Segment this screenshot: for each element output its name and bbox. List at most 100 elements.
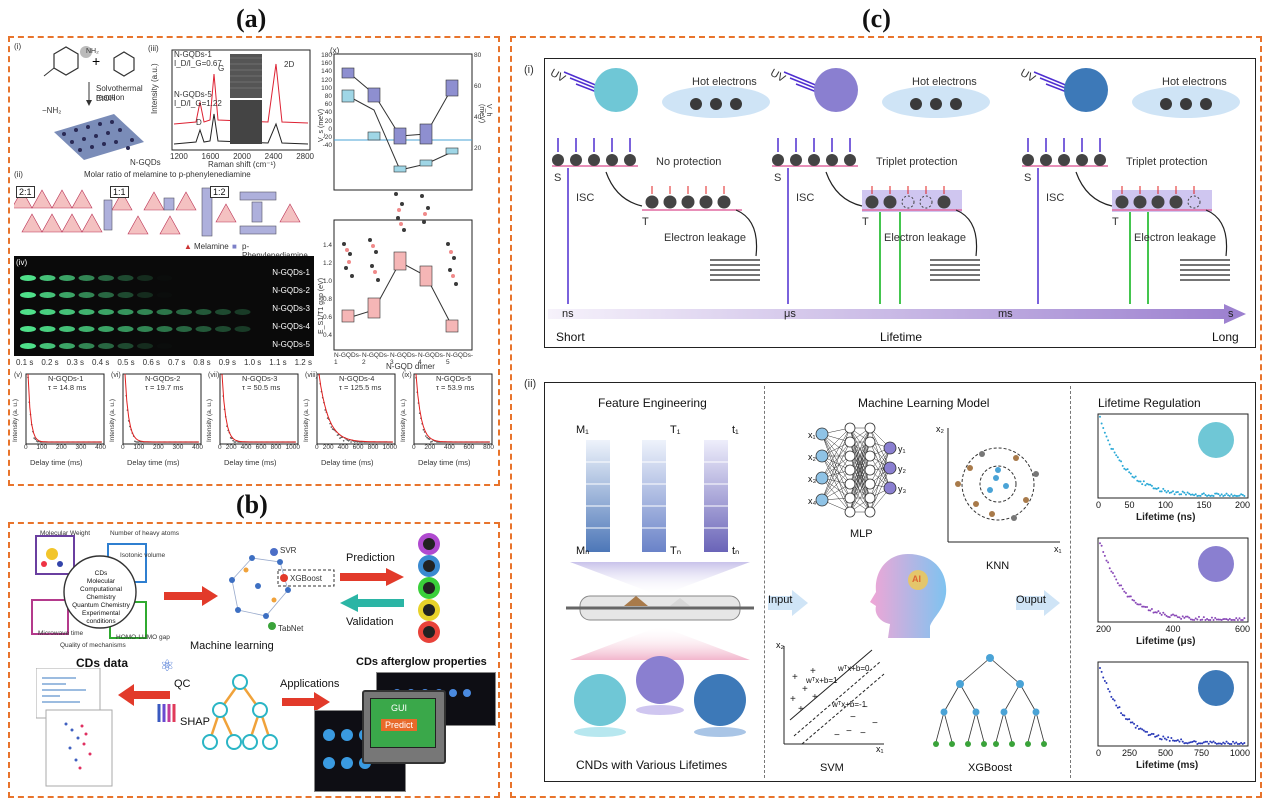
knn-x2: x₂ bbox=[936, 424, 944, 434]
decay-plot: (viii)N-GQDs-4τ = 125.5 ms02004006008001… bbox=[305, 372, 397, 480]
mlp-node bbox=[816, 450, 828, 462]
lifetime-point bbox=[1133, 723, 1135, 725]
protection-label: Triplet protection bbox=[1126, 156, 1208, 168]
decay-point bbox=[343, 440, 345, 442]
gui-label: GUI bbox=[391, 703, 407, 713]
lifetime-point bbox=[1183, 617, 1185, 619]
ratio-2-1: 2:1 bbox=[16, 186, 35, 198]
mlp-node bbox=[865, 451, 875, 461]
mlp-node bbox=[865, 423, 875, 433]
knn-plot: x₂ x₁ bbox=[936, 424, 1066, 556]
t-electron bbox=[1170, 196, 1182, 208]
mechanism-column: UVHot electronsTriplet protectionSISCTEl… bbox=[1016, 60, 1246, 310]
xgboost-label: XGBoost bbox=[968, 762, 1012, 774]
afterglow-spot bbox=[215, 326, 231, 332]
lifetime-point bbox=[1187, 491, 1189, 493]
cnd-sphere bbox=[1198, 422, 1234, 458]
validation-label: Validation bbox=[346, 616, 394, 628]
svg-text:−: − bbox=[872, 718, 878, 729]
svm-label: SVM bbox=[820, 762, 844, 774]
prediction-label: Prediction bbox=[346, 552, 395, 564]
lifetime-point bbox=[1107, 561, 1109, 563]
lifetime-point bbox=[1112, 698, 1114, 700]
lifetime-point bbox=[1105, 560, 1107, 562]
lifetime-point bbox=[1206, 741, 1208, 743]
lifetime-point bbox=[1118, 706, 1120, 708]
lifetime-point bbox=[1161, 614, 1163, 616]
feature-label: Microwave time bbox=[38, 630, 83, 637]
tick-label: 1000 bbox=[1230, 748, 1250, 758]
energy-boxplot: (x) 180160140120100806040200-20-40 bbox=[316, 44, 496, 374]
tick-label: 250 bbox=[1122, 748, 1137, 758]
svm-x2: x₂ bbox=[776, 640, 784, 650]
decay-sample-name: N-GQDs-1 bbox=[48, 374, 83, 383]
mlp-y3: y₃ bbox=[898, 484, 906, 494]
afterglow-spot bbox=[157, 326, 173, 332]
tick-label: 800 bbox=[483, 444, 494, 451]
lifetime-point bbox=[1172, 613, 1174, 615]
tick-label: 400 bbox=[1165, 624, 1180, 634]
lattice-title: Molar ratio of melamine to p-phenylenedi… bbox=[84, 170, 251, 179]
lifetime-point bbox=[1235, 741, 1237, 743]
lifetime-xticks: 02505007501000 bbox=[1096, 748, 1250, 758]
lifetime-xlabel: Lifetime (μs) bbox=[1136, 636, 1195, 647]
lifetime-point bbox=[1135, 727, 1137, 729]
lifetime-point bbox=[1157, 734, 1159, 736]
lifetime-point bbox=[1143, 729, 1145, 731]
lifetime-point bbox=[1201, 742, 1203, 744]
lifetime-point bbox=[1167, 736, 1169, 738]
afterglow-spot bbox=[137, 343, 153, 349]
decay-point bbox=[431, 441, 433, 443]
lifetime-point bbox=[1135, 602, 1137, 604]
mlp-node bbox=[865, 493, 875, 503]
afterglow-spot bbox=[118, 326, 134, 332]
lifetime-point bbox=[1219, 495, 1221, 497]
afterglow-row-labels: N-GQDs-1 N-GQDs-2 N-GQDs-3 N-GQDs-4 N-GQ… bbox=[272, 268, 310, 349]
hot-electrons-label: Hot electrons bbox=[912, 76, 977, 88]
cnd-sphere bbox=[814, 68, 858, 112]
lifetime-point bbox=[1221, 743, 1223, 745]
feature-label: Quality of mechanisms bbox=[60, 642, 126, 649]
hot-electron bbox=[730, 98, 742, 110]
afterglow-spot bbox=[157, 309, 173, 315]
gui-monitor: GUI Predict bbox=[362, 690, 446, 764]
afterglow-spot bbox=[59, 275, 75, 281]
lifetime-point bbox=[1104, 555, 1106, 557]
lifetime-point bbox=[1107, 688, 1109, 690]
lifetime-point bbox=[1114, 700, 1116, 702]
lifetime-point bbox=[1125, 592, 1127, 594]
lifetime-point bbox=[1183, 492, 1185, 494]
s-electron bbox=[570, 154, 582, 166]
row-label: N-GQDs-3 bbox=[272, 304, 310, 313]
unit-s: s bbox=[1228, 308, 1234, 320]
lifetime-point bbox=[1122, 465, 1124, 467]
s-electron bbox=[606, 154, 618, 166]
lifetime-point bbox=[1166, 491, 1168, 493]
nh2-label: NH₂ bbox=[86, 48, 99, 55]
t-electron bbox=[718, 196, 730, 208]
tick-label: 200 bbox=[424, 444, 435, 451]
lifetime-point bbox=[1136, 725, 1138, 727]
lifetime-point bbox=[1242, 494, 1244, 496]
afterglow-spot bbox=[176, 343, 192, 349]
afterglow-spot bbox=[235, 292, 251, 298]
raman-ratio-1: I_D/I_G=0.67 bbox=[174, 59, 222, 68]
mlp-node bbox=[845, 423, 855, 433]
tick-label: 1000 bbox=[286, 444, 300, 451]
lifetime-regulation-title: Lifetime Regulation bbox=[1098, 396, 1201, 410]
predict-button[interactable]: Predict bbox=[381, 719, 417, 731]
feature-label: HOMO-LUMO gap bbox=[116, 634, 170, 641]
ratio-1-2: 1:2 bbox=[210, 186, 229, 198]
afterglow-spot bbox=[235, 343, 251, 349]
panel-c-label: (c) bbox=[862, 4, 891, 34]
isc-label: ISC bbox=[1046, 192, 1064, 204]
decay-tag: (v) bbox=[14, 372, 22, 379]
mlp-node bbox=[816, 428, 828, 440]
svm-plot: ++++++ −−−−−− x₂ x₁ wᵀx+b=1 wᵀx+b=0 wᵀx+… bbox=[776, 640, 888, 760]
row-label: N-GQDs-5 bbox=[272, 340, 310, 349]
afterglow-spot bbox=[235, 309, 251, 315]
s-electron bbox=[1058, 154, 1070, 166]
gui-monitor-screen: GUI Predict bbox=[370, 698, 436, 748]
s-electron bbox=[552, 154, 564, 166]
mlp-x4: x₄ bbox=[808, 496, 816, 506]
